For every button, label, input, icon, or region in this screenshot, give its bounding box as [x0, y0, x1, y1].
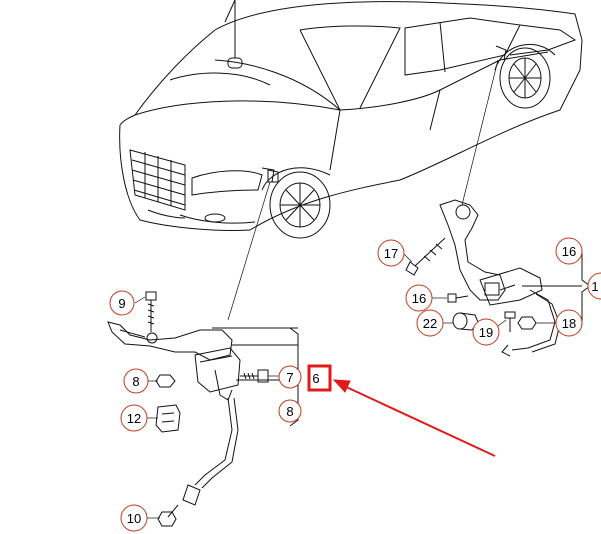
callout-18: 18 [536, 309, 583, 337]
callout-label: 9 [118, 296, 125, 311]
callout-16-left: 16 [405, 284, 447, 312]
highlight-annotation [307, 364, 496, 457]
callout-label: 7 [286, 370, 293, 385]
callout-label: 1 [591, 279, 598, 294]
callout-label: 8 [286, 404, 293, 419]
callout-10: 10 [120, 504, 160, 532]
callout-9: 9 [109, 290, 146, 316]
callout-22: 22 [416, 309, 453, 337]
callout-label: 16 [412, 291, 426, 306]
highlight-arrow-shaft [341, 384, 496, 457]
callout-1: 1 [587, 272, 601, 300]
callout-label: 22 [423, 316, 437, 331]
callout-16-right: 16 [555, 237, 583, 265]
callout-label: 6 [312, 371, 319, 386]
callout-label: 16 [562, 244, 576, 259]
leader-lines [227, 59, 499, 321]
highlight-box [307, 364, 332, 392]
callout-label: 19 [479, 325, 493, 340]
callout-label: 12 [127, 411, 141, 426]
callout-8-right: 8 [278, 399, 302, 423]
car-illustration [119, 0, 583, 239]
callout-12: 12 [120, 404, 158, 432]
highlight-arrowhead [332, 379, 351, 393]
callout-label: 18 [562, 316, 576, 331]
callout-19: 19 [472, 318, 507, 346]
front-sensor-assembly [107, 291, 299, 527]
callout-7: 7 [268, 365, 302, 389]
callout-8-left: 8 [123, 368, 158, 394]
callout-label: 10 [127, 511, 141, 526]
callout-6: 6 [312, 371, 319, 386]
callout-label: 8 [132, 374, 139, 389]
callout-17: 17 [377, 239, 413, 267]
callout-label: 17 [384, 246, 398, 261]
